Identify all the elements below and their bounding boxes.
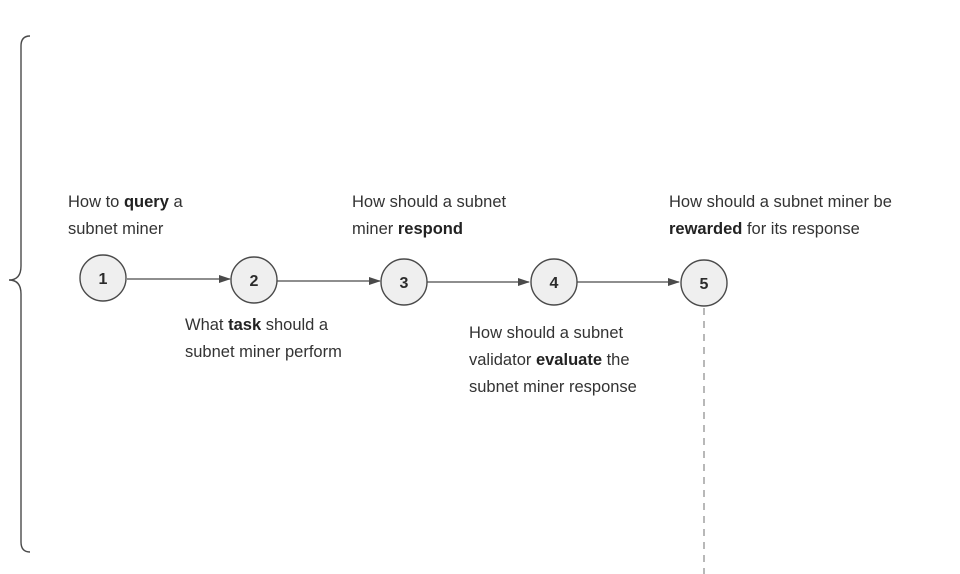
- node-2-label: 2: [250, 273, 259, 290]
- caption-respond: How should a subnet miner respond: [352, 193, 507, 238]
- node-5: 5: [680, 259, 728, 307]
- node-1: 1: [79, 254, 127, 302]
- caption-query: How to query a subnet miner: [68, 193, 183, 238]
- caption-evaluate-keyword: evaluate: [535, 351, 602, 369]
- node-5-label: 5: [700, 276, 709, 293]
- caption-task: What task should a subnet miner perform: [185, 316, 342, 361]
- caption-respond-keyword: respond: [397, 220, 463, 238]
- node-4: 4: [530, 258, 578, 306]
- node-4-label: 4: [550, 275, 559, 292]
- caption-evaluate: How should a subnet validator evaluate t…: [469, 324, 637, 396]
- node-3: 3: [380, 258, 428, 306]
- node-3-label: 3: [400, 275, 409, 292]
- caption-rewarded-keyword: rewarded: [669, 220, 743, 238]
- caption-query-keyword: query: [123, 193, 169, 211]
- left-brace: [8, 35, 31, 553]
- caption-task-keyword: task: [228, 316, 262, 334]
- node-1-label: 1: [99, 271, 108, 288]
- node-2: 2: [230, 256, 278, 304]
- caption-rewarded: How should a subnet miner be rewarded fo…: [669, 193, 892, 238]
